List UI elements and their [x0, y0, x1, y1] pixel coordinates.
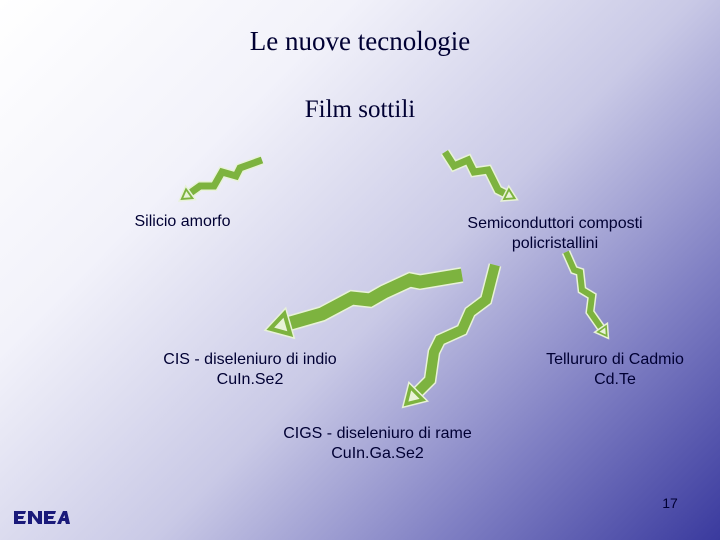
node-cis-line2: CuIn.Se2: [216, 371, 284, 388]
arrow-to-cigs: [408, 263, 500, 402]
arrow-to-cdte-head-inner: [599, 327, 606, 335]
arrow-to-semiconduttori: [442, 150, 512, 200]
arrow-to-cis: [278, 268, 464, 333]
node-cdte-line1: Tellururo di Cadmio: [546, 351, 684, 368]
node-silicio-amorfo: Silicio amorfo: [100, 212, 265, 232]
arrow-to-silicio: [183, 156, 264, 199]
node-semiconduttori-line2: policristallini: [511, 235, 599, 252]
node-semiconduttori-composti: Semiconduttori composti policristallini: [430, 214, 680, 254]
enea-logo: [14, 511, 70, 524]
node-cis: CIS - diseleniuro di indio CuIn.Se2: [125, 350, 375, 390]
arrow-to-cigs-head-inner: [408, 390, 420, 402]
node-cigs-line2: CuIn.Ga.Se2: [331, 445, 424, 462]
arrow-to-semiconduttori-head-inner: [505, 191, 513, 199]
node-cdte-line2: Cd.Te: [594, 371, 636, 388]
arrow-to-cis-head-inner: [274, 317, 288, 332]
arrow-to-silicio-head-inner: [183, 191, 191, 198]
node-cigs-line1: CIGS - diseleniuro di rame: [283, 425, 472, 442]
slide-subtitle: Film sottili: [304, 96, 416, 123]
node-cigs: CIGS - diseleniuro di rame CuIn.Ga.Se2: [250, 424, 505, 464]
node-cis-line1: CIS - diseleniuro di indio: [163, 351, 337, 368]
node-silicio-amorfo-label: Silicio amorfo: [134, 213, 231, 230]
arrow-to-cdte: [563, 250, 607, 334]
slide-title: Le nuove tecnologie: [249, 26, 471, 56]
node-semiconduttori-line1: Semiconduttori composti: [467, 215, 643, 232]
page-number: 17: [662, 495, 678, 511]
node-cdte: Tellururo di Cadmio Cd.Te: [515, 350, 715, 390]
